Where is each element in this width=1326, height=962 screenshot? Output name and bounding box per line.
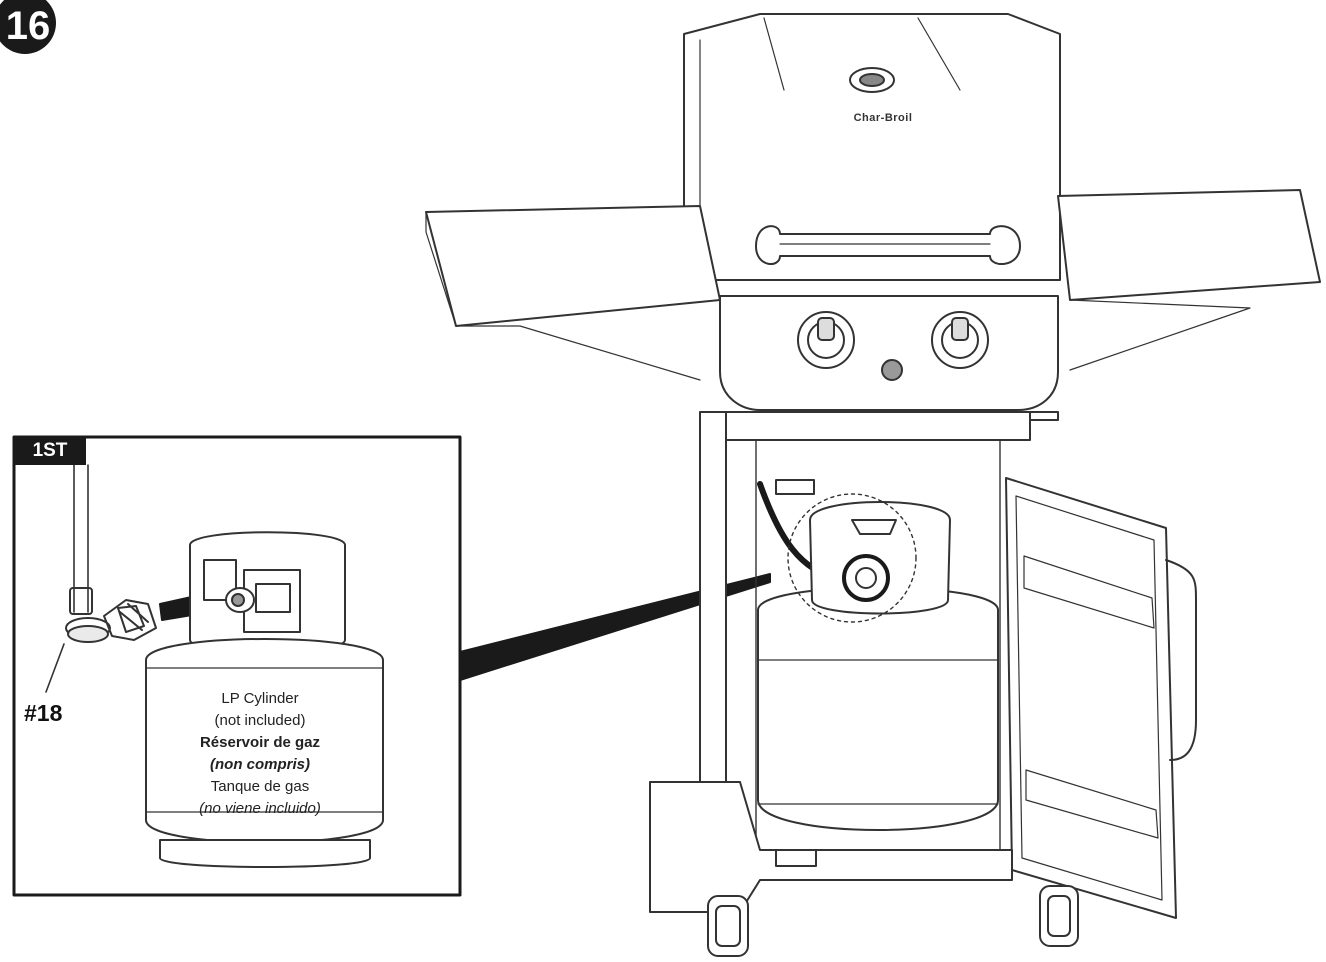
cylinder-label-fr-note: (non compris)	[210, 756, 310, 773]
grill-icon	[425, 13, 1321, 957]
cylinder-label-es-note: (no viene incluido)	[199, 800, 321, 817]
lp-cylinder-icon	[145, 531, 384, 868]
part-number-label: #18	[24, 700, 63, 726]
cylinder-label-fr: Réservoir de gaz	[199, 734, 321, 751]
grill-brand-logo: Char-Broil	[853, 112, 913, 124]
cylinder-label-en: LP Cylinder	[221, 690, 299, 707]
regulator-icon	[45, 599, 157, 693]
inset-tag: 1ST	[14, 437, 86, 465]
cylinder-label-es: Tanque de gas	[210, 778, 310, 795]
callout-pointer-icon	[459, 573, 771, 681]
hose-icon	[69, 464, 93, 615]
step-number: 16	[5, 4, 51, 48]
cylinder-label: LP Cylinder (not included) Réservoir de …	[170, 688, 350, 820]
cylinder-label-en-note: (not included)	[214, 712, 306, 729]
step-number-badge: 16	[0, 0, 56, 54]
